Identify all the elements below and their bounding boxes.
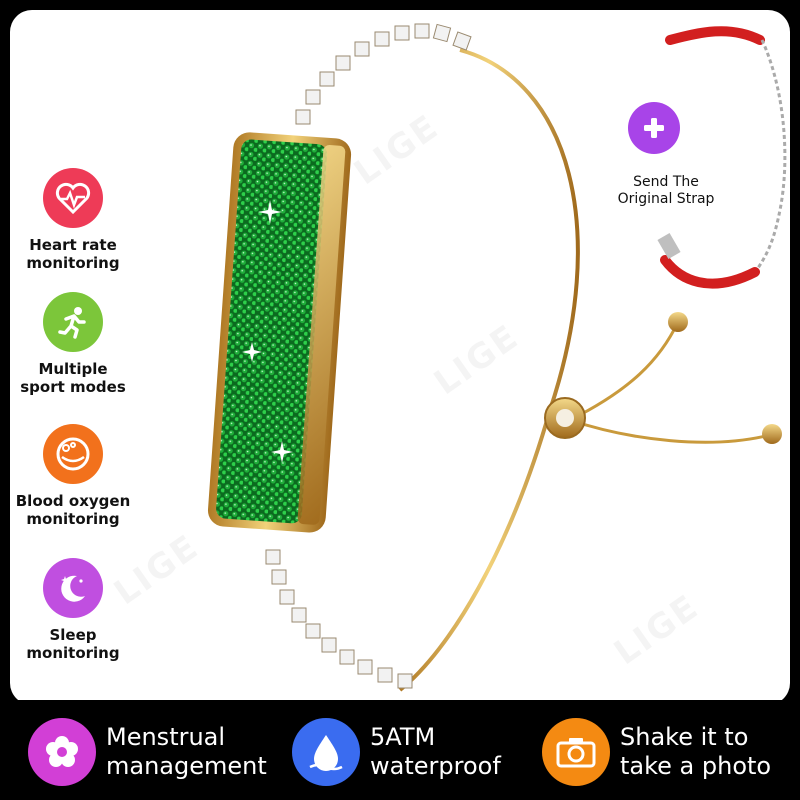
- feature-blood-oxygen: Blood oxygen monitoring: [10, 424, 138, 528]
- water-drop-icon: [292, 718, 360, 786]
- feature-sleep: Sleep monitoring: [10, 558, 138, 662]
- feature-label: Blood oxygen monitoring: [15, 492, 131, 528]
- feature-label: Sleep monitoring: [26, 626, 120, 662]
- feature-waterproof: 5ATM waterproof: [292, 712, 501, 792]
- plus-icon: [628, 102, 680, 154]
- product-card: LIGE LIGE LIGE LIGE: [10, 10, 790, 705]
- blood-oxygen-icon: [43, 424, 103, 484]
- moon-stars-icon: [43, 558, 103, 618]
- feature-label: Menstrual management: [106, 723, 267, 780]
- flower-icon: [28, 718, 96, 786]
- running-person-icon: [43, 292, 103, 352]
- feature-label: Multiple sport modes: [20, 360, 126, 396]
- heart-rate-icon: [43, 168, 103, 228]
- strap-offer-label: Send The Original Strap: [617, 174, 715, 207]
- feature-label: 5ATM waterproof: [370, 723, 501, 780]
- feature-shake-photo: Shake it to take a photo: [542, 712, 771, 792]
- feature-heart-rate: Heart rate monitoring: [10, 168, 138, 272]
- camera-icon: [542, 718, 610, 786]
- feature-sport-modes: Multiple sport modes: [10, 292, 138, 396]
- feature-label: Heart rate monitoring: [26, 236, 120, 272]
- bottom-feature-bar: [0, 700, 800, 800]
- feature-menstrual: Menstrual management: [28, 712, 267, 792]
- bracelet-image: [207, 23, 787, 692]
- feature-label: Shake it to take a photo: [620, 723, 772, 780]
